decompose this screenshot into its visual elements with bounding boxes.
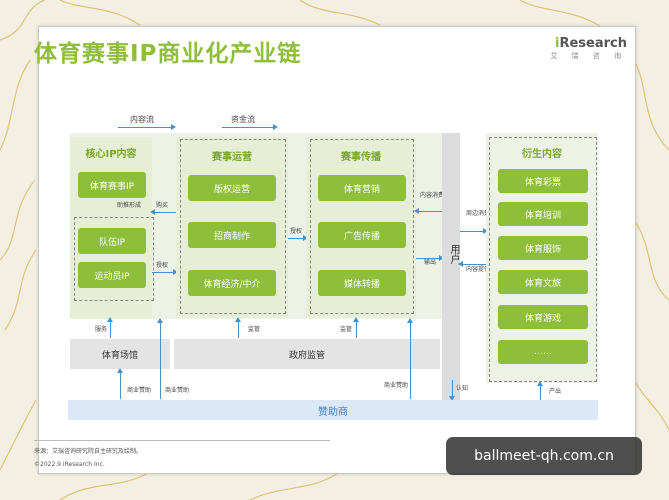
iresearch-logo: iResearch 艾 瑞 咨 询	[550, 36, 627, 60]
biz-sponsor-label-1: 商业赞助	[127, 387, 152, 394]
more-derivatives-box: ……	[498, 340, 588, 364]
biz-sponsor-label-2: 商业赞助	[165, 387, 190, 394]
footer-divider	[34, 440, 330, 441]
purchase-arrow	[150, 209, 176, 215]
derivatives-dashed	[489, 137, 597, 382]
page-title: 体育赛事IP商业化产业链	[34, 41, 302, 67]
source-note: 来源：艾瑞咨询研究院自主研究及绘制。	[34, 448, 143, 455]
core-ip-title: 核心IP内容	[85, 149, 137, 160]
content-provide-arrow	[458, 261, 486, 267]
operations-dashed	[180, 139, 286, 314]
authorize-arrow-1	[152, 269, 178, 275]
content-provide-label: 内容提供	[466, 266, 491, 273]
biz-sponsor-arrow-1	[117, 368, 123, 399]
content-flow-arrow	[118, 124, 176, 130]
output-label: 输出	[424, 259, 437, 266]
sports-lottery-box: 体育彩票	[498, 169, 588, 193]
content-flow-label: 内容流	[130, 115, 154, 124]
surround-consume-label: 周边消费	[466, 210, 491, 217]
content-consume-arrow	[414, 208, 442, 214]
purchase-label: 购买	[156, 202, 169, 209]
supervise-arrow-1	[235, 317, 241, 338]
boost-label: 助推形成	[117, 202, 142, 209]
biz-sponsor-arrow-3	[407, 318, 413, 399]
sports-training-box: 体育培训	[498, 202, 588, 226]
supervise-label-2: 监管	[340, 326, 353, 333]
watermark-banner: ballmeet-qh.com.cn	[446, 437, 642, 475]
content-consume-label: 内容消费	[420, 192, 445, 199]
athlete-ip-box: 运动员IP	[78, 262, 146, 288]
operations-title: 赛事运营	[212, 152, 252, 163]
produce-arrow	[537, 381, 543, 400]
sports-marketing-box: 体育营销	[318, 175, 406, 201]
supervise-label-1: 监管	[248, 326, 261, 333]
team-athlete-group	[74, 217, 154, 301]
recognize-arrow	[449, 380, 455, 401]
authorize-label-1: 授权	[156, 262, 169, 269]
sports-agency-box: 体育经济/中介	[188, 270, 276, 296]
sponsor-bar: 赞助商	[68, 400, 598, 420]
authorize-arrow-2	[288, 235, 308, 241]
service-arrow	[107, 317, 113, 338]
advertising-box: 广告传播	[318, 222, 406, 248]
biz-sponsor-label-3: 商业赞助	[384, 382, 409, 389]
sports-event-ip-box: 体育赛事IP	[78, 172, 146, 198]
service-label: 服务	[95, 326, 108, 333]
output-arrow	[416, 255, 444, 261]
media-broadcast-box: 媒体转播	[318, 270, 406, 296]
produce-label: 产出	[549, 388, 562, 395]
team-ip-box: 队伍IP	[78, 228, 146, 254]
supervise-arrow-2	[353, 317, 359, 338]
derivatives-title: 衍生内容	[522, 149, 562, 160]
capital-flow-label: 资金流	[231, 115, 255, 124]
broadcast-dashed	[310, 139, 414, 314]
authorize-label-2: 授权	[290, 228, 303, 235]
sponsorship-production-box: 招商制作	[188, 222, 276, 248]
copyright-note: ©2022.9 iResearch Inc.	[34, 461, 105, 468]
government-box: 政府监管	[174, 339, 440, 369]
sports-venue-box: 体育场馆	[70, 339, 170, 369]
user-bar	[442, 133, 460, 401]
sports-tourism-box: 体育文旅	[498, 270, 588, 294]
recognize-label: 认知	[456, 385, 469, 392]
user-label: 用户	[448, 244, 459, 264]
sports-apparel-box: 体育服饰	[498, 236, 588, 260]
capital-flow-arrow	[222, 124, 278, 130]
surround-consume-arrow	[460, 228, 488, 234]
sports-games-box: 体育游戏	[498, 305, 588, 329]
copyright-ops-box: 版权运营	[188, 175, 276, 201]
biz-sponsor-arrow-2	[157, 318, 163, 399]
broadcast-title: 赛事传播	[341, 152, 381, 163]
